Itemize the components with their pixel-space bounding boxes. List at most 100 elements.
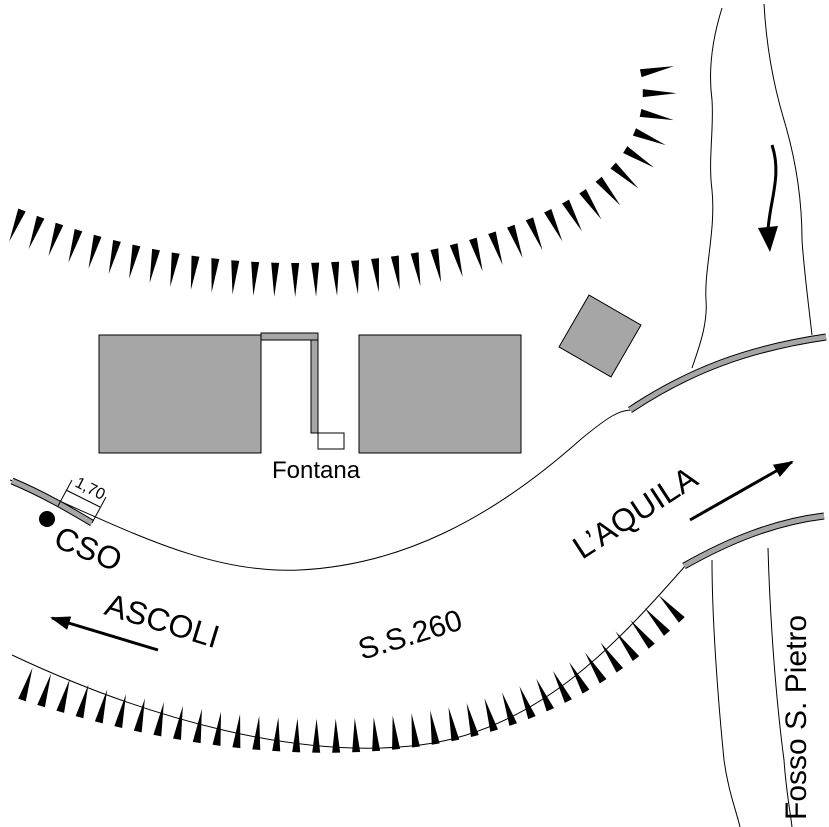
cso-point-icon: [39, 511, 55, 527]
hachure-tooth: [507, 224, 523, 259]
hachure-tooth: [114, 694, 127, 729]
hachure-tooth: [331, 261, 340, 296]
river-right-bank: [763, 3, 813, 336]
building-small-rotated: [558, 294, 642, 378]
hachure-tooth: [332, 718, 341, 753]
hachure-tooth: [351, 260, 360, 295]
hachure-tooth: [484, 698, 499, 732]
hachure-tooth: [133, 698, 145, 733]
hachure-tooth: [372, 717, 381, 752]
hachure-tooth: [632, 128, 666, 146]
hachure-tooth: [569, 662, 590, 694]
hachure-tooth: [56, 679, 70, 713]
hachure-tooth: [525, 217, 543, 251]
hachure-tooth: [658, 595, 685, 623]
hachure-tooth: [639, 66, 675, 78]
hachure-tooth: [170, 252, 180, 287]
hachure-tooth: [390, 255, 400, 290]
hachure-tooth: [488, 231, 503, 266]
cso-label: CSO: [49, 519, 127, 578]
fosso-right-bank: [767, 547, 793, 827]
hachure-tooth: [623, 146, 655, 168]
ascoli-arrow-icon: [50, 616, 159, 652]
hachure-tooth: [48, 222, 64, 257]
hachure-tooth: [192, 708, 202, 744]
fosso-label: Fosso S. Pietro: [780, 615, 813, 820]
hachure-tooth: [595, 176, 621, 206]
hachure-tooth: [108, 239, 121, 274]
guard-rail-lower-right: [682, 512, 825, 570]
hachure-tooth: [68, 228, 83, 263]
hachure-tooth: [392, 715, 401, 750]
hachure-tooth: [75, 684, 89, 719]
hachure-tooth: [153, 702, 164, 737]
hachure-tooth: [149, 248, 160, 283]
hachure-tooth: [94, 689, 108, 724]
road-lower-edge: [11, 564, 687, 749]
hachure-tooth: [639, 109, 674, 121]
width-dimension-label: 1,70: [72, 474, 108, 503]
river-flow-arrow-icon: [766, 144, 778, 231]
hachure-tooth: [292, 718, 301, 753]
hachure-tooth: [37, 673, 52, 708]
fosso-left-bank: [711, 559, 741, 827]
guard-rail-upper-right: [628, 333, 827, 413]
hachure-tooth: [352, 718, 361, 753]
hachure-tooth: [410, 252, 421, 287]
ascoli-label: ASCOLI: [101, 586, 224, 655]
hachure-tooth: [371, 258, 379, 293]
hachure-tooth: [630, 619, 655, 649]
fontana-box: [317, 432, 345, 450]
aquila-label: L’AQUILA: [566, 459, 704, 566]
aquila-arrow-icon: [689, 460, 794, 522]
guard-rail-left: [10, 477, 94, 527]
hachure-tooth: [466, 702, 479, 737]
hachure-tooth: [251, 261, 260, 296]
hachure-tooth: [9, 208, 26, 242]
hachure-tooth: [252, 715, 261, 751]
building-right: [358, 334, 522, 454]
lower-escarpment-hachures: [18, 595, 685, 753]
hachure-tooth: [502, 692, 517, 726]
hachure-tooth: [615, 631, 640, 661]
width-dimension: [57, 479, 107, 524]
hachure-tooth: [448, 707, 460, 742]
hachure-tooth: [600, 642, 624, 673]
hachure-tooth: [190, 255, 200, 290]
river-left-bank: [691, 7, 723, 369]
road-upper-edge: [9, 409, 633, 571]
hachure-tooth: [18, 667, 33, 702]
hachure-tooth: [312, 718, 321, 753]
hachure-tooth: [411, 713, 420, 748]
hachure-tooth: [584, 652, 607, 684]
hachure-tooth: [88, 234, 102, 269]
hachure-tooth: [272, 717, 281, 752]
hachure-tooth: [173, 705, 183, 740]
river-flow-arrowhead-icon: [758, 226, 778, 252]
hachure-tooth: [232, 713, 241, 749]
hachure-tooth: [644, 607, 670, 636]
building-left: [98, 334, 262, 454]
hachure-tooth: [610, 162, 639, 189]
hachure-tooth: [211, 258, 220, 293]
fontana-label: Fontana: [272, 457, 361, 484]
hachure-tooth: [544, 209, 563, 242]
hachure-tooth: [231, 260, 240, 295]
hachure-tooth: [430, 248, 442, 283]
hachure-tooth: [469, 237, 483, 272]
hachure-tooth: [129, 244, 141, 279]
hachure-tooth: [536, 678, 554, 712]
hachure-tooth: [311, 262, 320, 297]
road-label: S.S.260: [354, 604, 466, 667]
fontana-wall-side: [310, 339, 319, 434]
hachure-tooth: [642, 89, 677, 98]
upper-escarpment-hachures: [9, 66, 677, 298]
hachure-tooth: [519, 686, 536, 720]
hachure-tooth: [271, 262, 280, 297]
hachure-tooth: [552, 670, 572, 703]
hachure-tooth: [291, 263, 300, 298]
hachure-tooth: [28, 215, 45, 250]
hachure-tooth: [449, 243, 463, 278]
hachure-tooth: [562, 199, 582, 232]
